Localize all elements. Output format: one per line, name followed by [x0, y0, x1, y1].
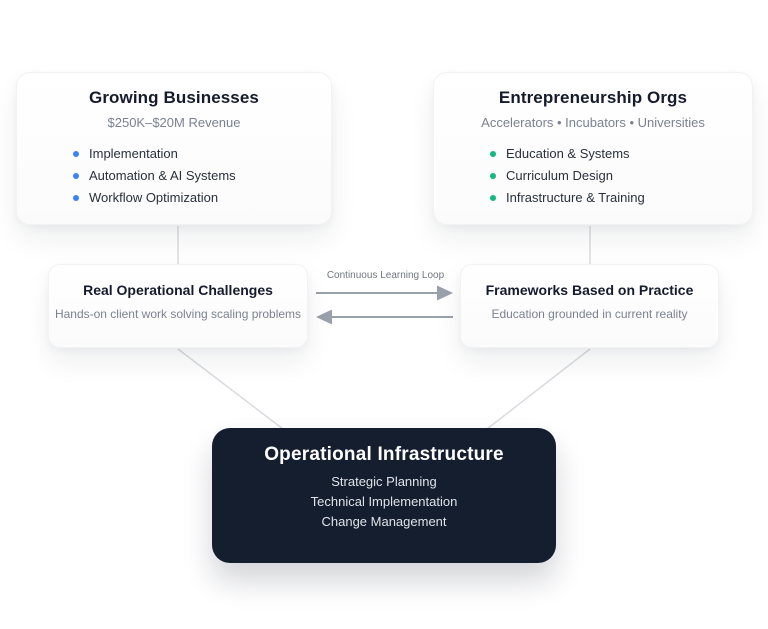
- bullet-list: Education & Systems Curriculum Design In…: [434, 147, 752, 204]
- list-item-label: Workflow Optimization: [89, 190, 219, 205]
- card-real-operational-challenges: Real Operational Challenges Hands-on cli…: [48, 264, 308, 348]
- list-item-label: Curriculum Design: [506, 168, 613, 183]
- card-title: Operational Infrastructure: [264, 444, 504, 465]
- card-title: Real Operational Challenges: [83, 282, 273, 298]
- list-item-label: Automation & AI Systems: [89, 168, 236, 183]
- list-item: Change Management: [321, 514, 447, 529]
- card-title: Frameworks Based on Practice: [485, 282, 694, 298]
- bottom-card-list: Strategic Planning Technical Implementat…: [212, 475, 556, 528]
- arrow-left-icon: [316, 309, 453, 325]
- card-subtitle: Hands-on client work solving scaling pro…: [54, 307, 302, 321]
- list-item: Implementation: [73, 147, 331, 160]
- card-subtitle: Accelerators • Incubators • Universities: [481, 115, 705, 130]
- bullet-dot-icon: [490, 195, 496, 201]
- list-item-label: Infrastructure & Training: [506, 190, 645, 205]
- connector-bottom-right: [486, 348, 591, 430]
- list-item: Strategic Planning: [331, 474, 437, 489]
- card-subtitle: Education grounded in current reality: [491, 307, 688, 321]
- list-item-label: Implementation: [89, 146, 178, 161]
- connector-bottom-left: [177, 348, 284, 430]
- list-item: Workflow Optimization: [73, 191, 331, 204]
- card-frameworks-based-on-practice: Frameworks Based on Practice Education g…: [460, 264, 719, 348]
- bullet-dot-icon: [73, 173, 79, 179]
- bullet-list: Implementation Automation & AI Systems W…: [17, 147, 331, 204]
- bullet-dot-icon: [490, 173, 496, 179]
- list-item: Education & Systems: [490, 147, 752, 160]
- card-title: Entrepreneurship Orgs: [498, 88, 688, 107]
- bullet-dot-icon: [73, 151, 79, 157]
- arrow-right-icon: [316, 285, 453, 301]
- list-item: Infrastructure & Training: [490, 191, 752, 204]
- continuous-learning-loop-label: Continuous Learning Loop: [326, 270, 445, 281]
- card-subtitle: $250K–$20M Revenue: [107, 115, 241, 130]
- card-growing-businesses: Growing Businesses $250K–$20M Revenue Im…: [16, 72, 332, 225]
- bullet-dot-icon: [73, 195, 79, 201]
- list-item: Curriculum Design: [490, 169, 752, 182]
- card-entrepreneurship-orgs: Entrepreneurship Orgs Accelerators • Inc…: [433, 72, 753, 225]
- list-item: Technical Implementation: [310, 494, 458, 509]
- bullet-dot-icon: [490, 151, 496, 157]
- list-item: Automation & AI Systems: [73, 169, 331, 182]
- card-title: Growing Businesses: [89, 88, 259, 107]
- card-operational-infrastructure: Operational Infrastructure Strategic Pla…: [212, 428, 556, 563]
- list-item-label: Education & Systems: [506, 146, 630, 161]
